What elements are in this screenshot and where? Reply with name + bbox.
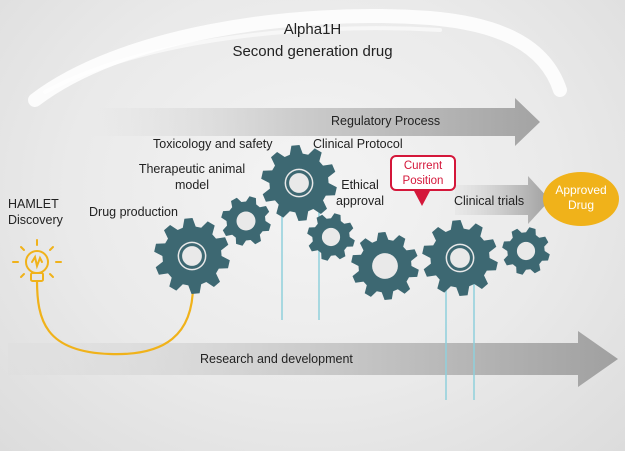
regulatory-process-label: Regulatory Process [331,114,441,128]
approved-label: Approved [555,183,607,197]
therapeutic-animal-label: Therapeutic animal [138,162,246,176]
position-label: Position [402,175,444,187]
bulb-wire [35,279,195,356]
discovery-label: Discovery [8,213,63,227]
gear-icon [154,218,230,294]
gear-icon [422,220,498,296]
title-line-2: Second generation drug [232,43,393,60]
brush-swoosh [28,8,567,107]
current-position-callout: Current Position [390,155,456,191]
light-bulb-icon [12,239,62,282]
title-line-1: Alpha1H [283,21,342,38]
gear-icon [261,145,337,221]
current-label: Current [403,160,443,172]
drug-production-label: Drug production [89,205,178,219]
hamlet-label: HAMLET [8,197,59,211]
gear-icon [221,196,271,246]
regulatory-process-arrow [90,98,540,146]
clinical-trials-label: Clinical trials [454,194,525,208]
approved-drug-badge: Approved Drug [543,172,619,226]
gear-icon [502,227,550,275]
map-pin-callout-icon [413,189,431,206]
clinical-trials-arrow [455,176,550,224]
ethical-label: Ethical [341,178,379,192]
model-label: model [174,178,210,192]
clinical-protocol-label: Clinical Protocol [313,137,403,151]
gears-group [154,145,550,300]
drug-label: Drug [567,198,594,212]
approval-label: approval [336,194,384,208]
gear-icon [307,213,355,261]
toxicology-safety-label: Toxicology and safety [153,137,273,151]
research-development-label: Research and development [200,352,353,366]
gear-icon [351,232,419,300]
